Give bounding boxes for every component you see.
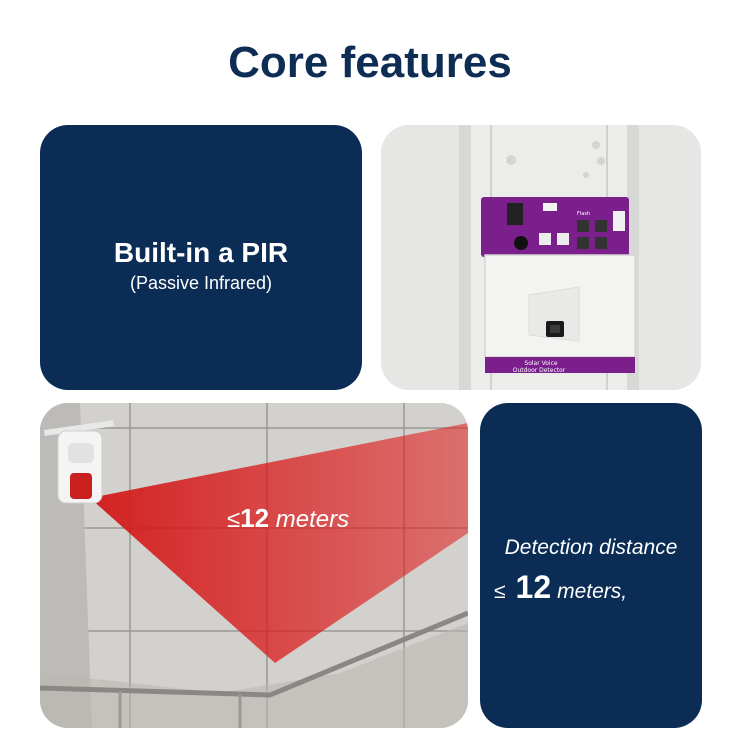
distance-unit: meters, [557,580,628,603]
distance-heading: Detection distance [504,536,678,559]
detection-beam [90,423,468,663]
detector-device [43,420,115,504]
board-label-1: Solar Voice [524,360,557,367]
pcb-text: Flash [577,211,590,217]
device-illustration: Flash Solar Voice Outdoor Detector [381,125,701,390]
scene-symbol: ≤ [227,506,241,533]
distance-symbol: ≤ [494,580,506,603]
pir-heading: Built-in a PIR [113,237,289,268]
detection-scene: ≤12 meters [40,403,468,728]
pir-subheading: (Passive Infrared) [129,273,273,293]
pir-feature-card: Built-in a PIR (Passive Infrared) [40,125,362,390]
scene-distance-label: ≤12 meters [227,503,349,534]
handrail [40,610,468,698]
distance-number: 12 [515,569,552,605]
device-photo: Flash Solar Voice Outdoor Detector [381,125,701,390]
scene-illustration [40,403,468,728]
board-label-2: Outdoor Detector [513,367,566,374]
scene-unit: meters [269,506,350,533]
scene-number: 12 [240,503,270,533]
page-title: Core features [228,38,512,87]
